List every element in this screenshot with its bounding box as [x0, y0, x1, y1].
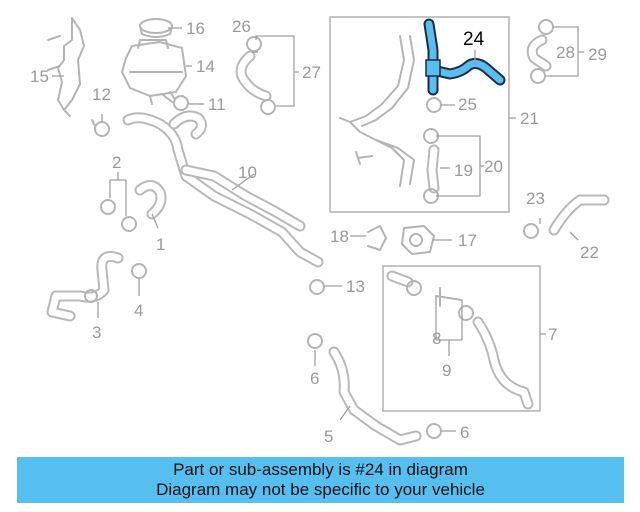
- banner-line-2: Diagram may not be specific to your vehi…: [156, 480, 485, 499]
- part-1-hose[interactable]: [100, 180, 167, 232]
- banner-line-1: Part or sub-assembly is #24 in diagram: [173, 460, 468, 479]
- callout-22: 22: [580, 243, 599, 262]
- part-26-hose[interactable]: [235, 36, 276, 115]
- part-21-pipe-assembly[interactable]: [339, 35, 442, 204]
- callout-4: 4: [134, 301, 143, 320]
- callout-7: 7: [548, 325, 557, 344]
- part-12-clamp[interactable]: [91, 119, 110, 137]
- callout-23: 23: [526, 189, 545, 208]
- callout-6-lower: 6: [460, 423, 469, 442]
- part-10-pipe[interactable]: [122, 110, 324, 268]
- leader-lines: [52, 26, 584, 432]
- assembly-box-7: [382, 265, 541, 412]
- part-13-clamp[interactable]: [309, 279, 325, 295]
- part-16-cap[interactable]: [139, 18, 173, 38]
- assembly-box-21: [329, 16, 510, 213]
- part-24-hose-highlighted[interactable]: [423, 18, 506, 96]
- callout-28: 28: [556, 43, 575, 62]
- part-17-pump[interactable]: [401, 225, 435, 255]
- part-5-hose[interactable]: [307, 333, 442, 446]
- callout-8: 8: [432, 329, 441, 348]
- callout-27: 27: [302, 63, 321, 82]
- part-28-hose[interactable]: [526, 19, 554, 84]
- callout-10: 10: [238, 163, 257, 182]
- part-14-reservoir[interactable]: [121, 39, 187, 105]
- callout-21: 21: [520, 109, 539, 128]
- callout-20: 20: [484, 157, 503, 176]
- part-15-bracket[interactable]: [47, 17, 85, 117]
- callout-6-upper: 6: [310, 369, 319, 388]
- callout-3: 3: [92, 323, 101, 342]
- part-3-hose[interactable]: [46, 251, 147, 322]
- part-7-hose[interactable]: [386, 270, 534, 410]
- callout-24-highlighted: 24: [463, 29, 485, 50]
- callout-16: 16: [186, 19, 205, 38]
- callout-12: 12: [92, 85, 111, 104]
- part-23-clamp[interactable]: [523, 223, 539, 239]
- callout-14: 14: [196, 57, 215, 76]
- callout-18: 18: [330, 227, 349, 246]
- part-22-hose[interactable]: [548, 194, 610, 236]
- callout-2: 2: [112, 153, 121, 172]
- callout-9: 9: [442, 361, 451, 380]
- callout-13: 13: [346, 277, 365, 296]
- callout-29: 29: [588, 45, 607, 64]
- callout-17: 17: [458, 231, 477, 250]
- callout-15: 15: [30, 67, 49, 86]
- part-11-clamp[interactable]: [169, 91, 189, 111]
- callout-25: 25: [458, 95, 477, 114]
- parts-diagram: 1 2 3 4 5 6 6 7 8 9 10 11 12 13 14 15 16…: [30, 16, 610, 446]
- callout-labels: 1 2 3 4 5 6 6 7 8 9 10 11 12 13 14 15 16…: [30, 17, 607, 446]
- callout-1: 1: [156, 235, 165, 254]
- part-18-bracket[interactable]: [367, 225, 387, 251]
- info-banner: Part or sub-assembly is #24 in diagram D…: [17, 457, 624, 503]
- callout-5: 5: [324, 427, 333, 446]
- callout-11: 11: [208, 95, 226, 114]
- callout-19: 19: [454, 161, 473, 180]
- callout-26: 26: [232, 17, 251, 36]
